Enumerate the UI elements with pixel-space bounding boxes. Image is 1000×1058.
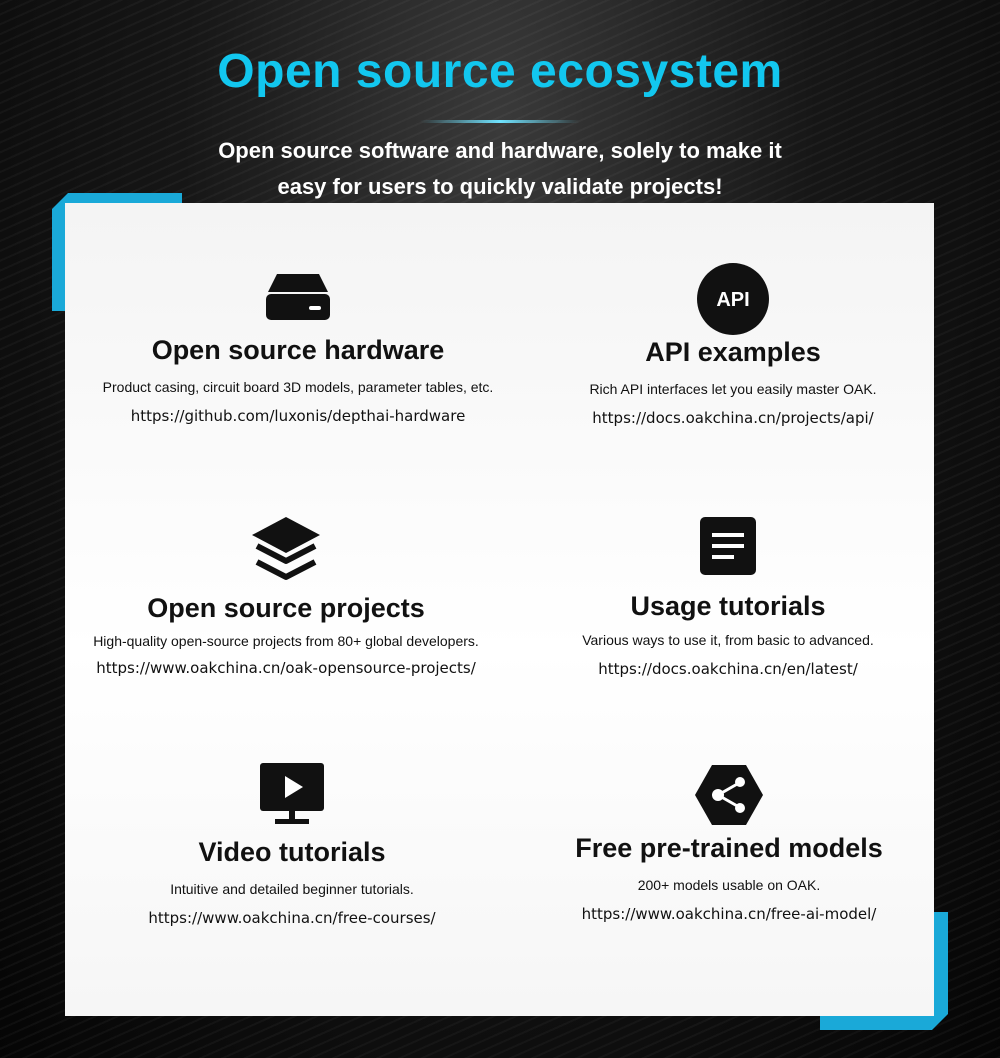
api-badge-label: API	[716, 289, 749, 311]
feature-title: Free pre-trained models	[575, 833, 883, 863]
feature-link[interactable]: https://www.oakchina.cn/free-ai-model/	[581, 905, 877, 923]
feature-link[interactable]: https://github.com/luxonis/depthai-hardw…	[130, 407, 466, 425]
feature-card-projects: Open source projects High-quality open-s…	[46, 514, 526, 677]
feature-title: Usage tutorials	[630, 591, 826, 621]
feature-title: API examples	[645, 337, 821, 367]
page-subtitle: Open source software and hardware, solel…	[0, 133, 1000, 205]
layers-icon	[252, 517, 320, 580]
feature-description: Rich API interfaces let you easily maste…	[589, 381, 877, 397]
feature-description: Product casing, circuit board 3D models,…	[102, 379, 494, 395]
page-title: Open source ecosystem	[217, 45, 783, 98]
feature-card-tutorials: Usage tutorials Various ways to use it, …	[488, 516, 968, 678]
subtitle-line-1: Open source software and hardware, solel…	[218, 138, 782, 163]
network-hexagon-icon	[695, 765, 763, 825]
hardware-box-icon	[266, 274, 330, 320]
title-divider	[420, 120, 580, 123]
feature-card-hardware: Open source hardware Product casing, cir…	[58, 268, 538, 425]
features-panel	[65, 203, 934, 1016]
document-icon	[700, 517, 756, 575]
feature-title: Open source projects	[147, 593, 425, 623]
feature-card-video: Video tutorials Intuitive and detailed b…	[52, 762, 532, 927]
feature-title: Open source hardware	[151, 335, 445, 365]
feature-description: High-quality open-source projects from 8…	[93, 633, 479, 649]
feature-description: 200+ models usable on OAK.	[637, 877, 821, 893]
feature-link[interactable]: https://www.oakchina.cn/oak-opensource-p…	[96, 659, 476, 677]
feature-description: Intuitive and detailed beginner tutorial…	[170, 881, 414, 897]
video-monitor-icon	[260, 763, 324, 824]
api-badge-icon: API	[697, 263, 769, 335]
feature-card-api: API API examples Rich API interfaces let…	[493, 262, 973, 427]
feature-description: Various ways to use it, from basic to ad…	[582, 632, 874, 648]
feature-link[interactable]: https://docs.oakchina.cn/en/latest/	[598, 660, 858, 678]
feature-link[interactable]: https://www.oakchina.cn/free-courses/	[148, 909, 436, 927]
feature-title: Video tutorials	[198, 837, 386, 867]
feature-link[interactable]: https://docs.oakchina.cn/projects/api/	[592, 409, 874, 427]
feature-card-models: Free pre-trained models 200+ models usab…	[489, 764, 969, 923]
subtitle-line-2: easy for users to quickly validate proje…	[277, 174, 723, 199]
